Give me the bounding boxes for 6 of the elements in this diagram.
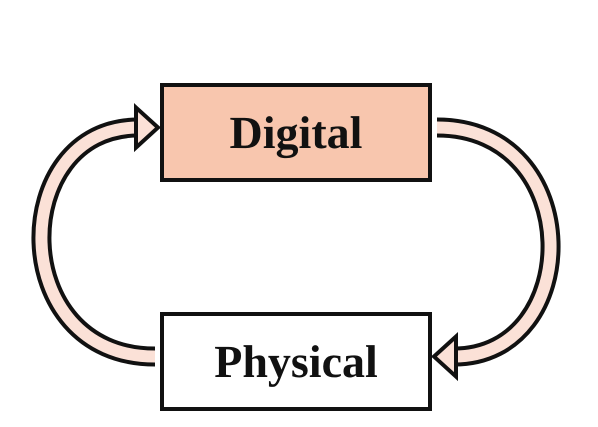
process-box xyxy=(160,312,432,411)
curved-arrow xyxy=(432,118,560,378)
node-label: Digital xyxy=(230,106,362,159)
process-box xyxy=(160,83,432,182)
node-label: Physical xyxy=(214,335,378,388)
curved-arrow xyxy=(32,106,160,366)
